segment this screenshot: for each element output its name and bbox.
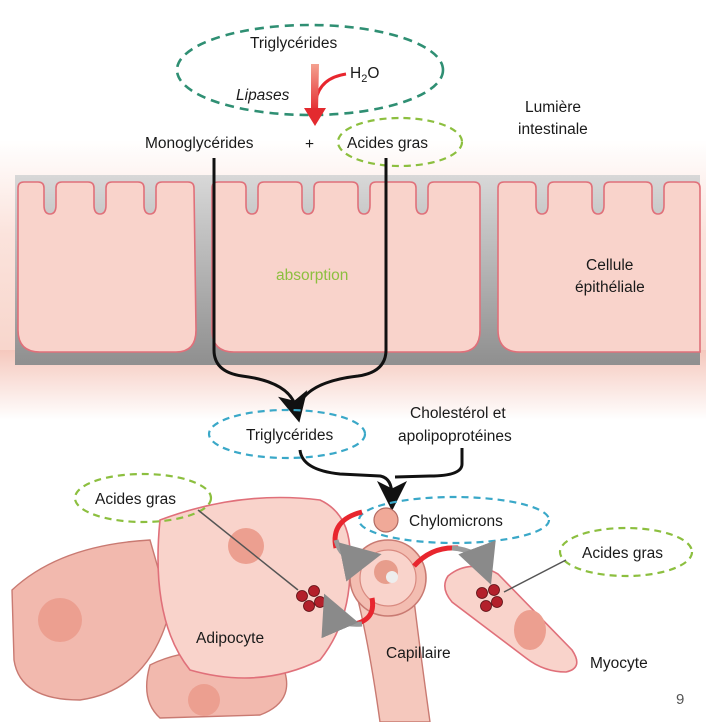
epithelial-cell-left	[17, 181, 197, 353]
water-label: H2O	[350, 65, 379, 85]
plus-sign: +	[305, 136, 314, 153]
chylomicrons-label: Chylomicrons	[409, 513, 503, 530]
epithelial-label-line2: épithéliale	[575, 279, 645, 296]
epithelial-label-line1: Cellule	[586, 257, 633, 274]
myocyte-cell	[444, 565, 578, 673]
chylomicrons-highlight	[357, 495, 551, 545]
adipocyte-cell	[157, 496, 351, 679]
absorption-label: absorption	[276, 267, 348, 284]
fatty-acids-right-pointer	[503, 559, 567, 593]
intestinal-epithelium	[0, 140, 706, 420]
fatty-acids-top-highlight	[336, 116, 464, 168]
cholesterol-label-line1: Cholestérol et	[410, 405, 506, 422]
transfer-arrows	[321, 509, 496, 639]
triglycerides-top-highlight	[175, 23, 445, 117]
cholesterol-label-line2: apolipoprotéines	[398, 428, 512, 445]
fatty-acids-left-highlight	[73, 472, 213, 524]
fatty-acids-left-label: Acides gras	[95, 491, 176, 508]
absorption-pathways	[212, 158, 464, 511]
page-number: 9	[676, 691, 684, 708]
lumen-label-line1: Lumière	[525, 99, 581, 116]
fat-droplets-myocyte	[476, 584, 503, 612]
epithelial-cell-middle	[211, 181, 481, 353]
lumen-label-line2: intestinale	[518, 121, 588, 138]
myocyte-label: Myocyte	[590, 655, 648, 672]
fatty-acids-right-label: Acides gras	[582, 545, 663, 562]
triglycerides-mid-highlight	[207, 408, 367, 460]
triglycerides-mid-label: Triglycérides	[246, 427, 334, 444]
adipose-tissue	[11, 496, 351, 719]
chylomicron-particle	[373, 507, 399, 533]
fatty-acids-left-pointer	[197, 509, 299, 591]
fatty-acids-top-label: Acides gras	[347, 135, 428, 152]
epithelial-cell-right	[497, 181, 701, 353]
myocyte	[444, 565, 578, 673]
capillary-label: Capillaire	[386, 645, 451, 662]
lipases-label: Lipases	[236, 87, 290, 104]
adipocyte-label: Adipocyte	[196, 630, 264, 647]
lipase-arrow	[304, 64, 347, 126]
triglycerides-top-label: Triglycérides	[250, 35, 338, 52]
fatty-acids-right-highlight	[558, 526, 694, 578]
capillary	[349, 539, 431, 722]
monoglycerides-label: Monoglycérides	[145, 135, 254, 152]
